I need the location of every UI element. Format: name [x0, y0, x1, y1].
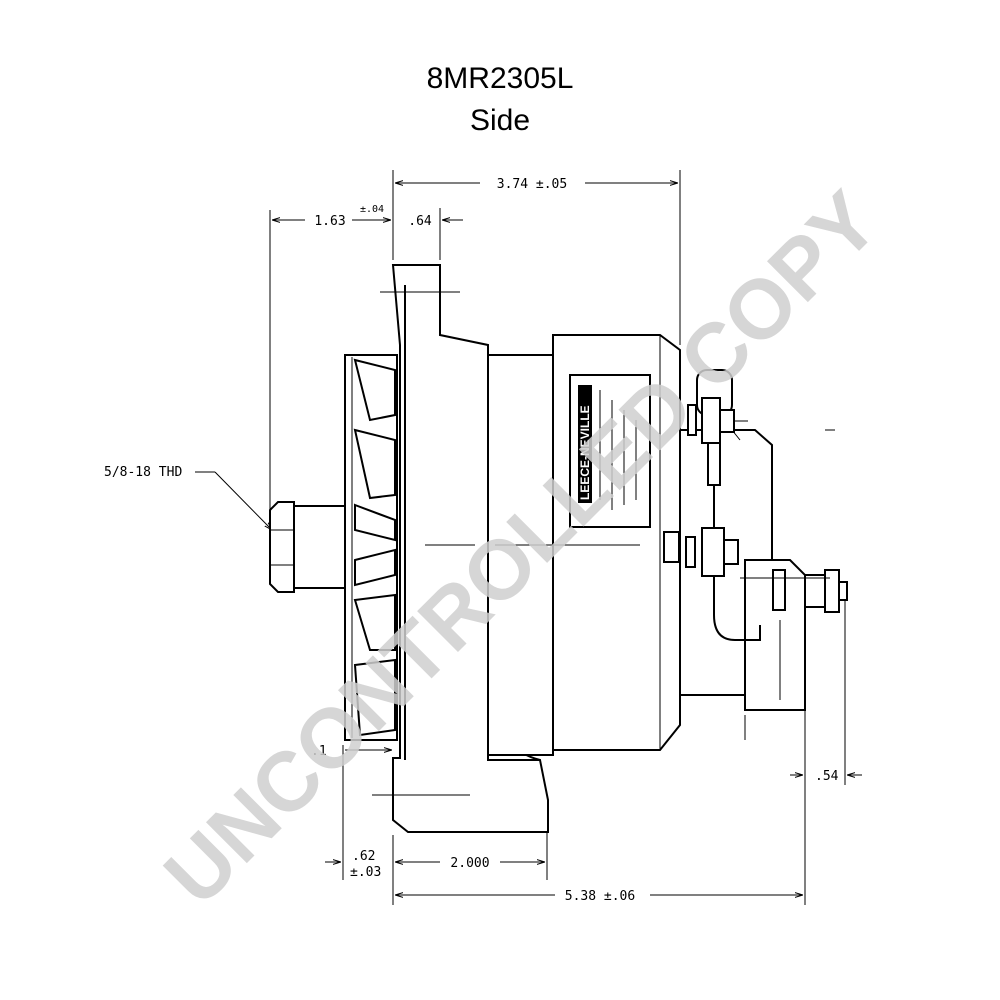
dimension-terminal-offset-label: .54 — [815, 769, 839, 784]
brand-logo-text: LEECE-NEVILLE — [578, 405, 592, 500]
front-housing — [372, 264, 549, 833]
dimension-overall-top: 3.74 ±.05 — [392, 170, 681, 345]
dimension-fan-gap-label: .1 — [311, 744, 327, 759]
dimension-bottom-offset: .62 ±.03 — [325, 745, 394, 905]
dimension-mount-width: 2.000 — [395, 830, 548, 880]
cooling-fan — [344, 354, 398, 741]
dimension-bottom-offset-tolerance: ±.03 — [350, 865, 381, 880]
terminal-stud-upper — [687, 397, 748, 444]
drawing-title: 8MR2305L — [427, 62, 574, 95]
thread-callout-label: 5/8-18 THD — [104, 465, 182, 480]
dimension-pulley-offset: 1.63 ±.04 — [269, 204, 391, 510]
stator-section — [487, 354, 554, 756]
pulley-nut — [269, 501, 347, 593]
brand-logo: LEECE-NEVILLE — [569, 374, 651, 528]
thread-callout: 5/8-18 THD — [104, 465, 272, 530]
terminal-stud-output — [740, 569, 848, 613]
terminal-stud-middle — [663, 527, 739, 577]
dimension-overall-length-label: 5.38 ±.06 — [565, 889, 635, 904]
dimension-pulley-offset-tolerance: ±.04 — [360, 204, 384, 215]
dimension-overall-length: 5.38 ±.06 — [395, 710, 806, 905]
dimension-mount-width-label: 2.000 — [450, 856, 489, 871]
dimension-bottom-offset-label: .62 — [352, 849, 375, 864]
drawing-view-label: Side — [470, 104, 530, 137]
dimension-flange-width-label: .64 — [408, 214, 432, 229]
dimension-flange-width: .64 — [408, 208, 463, 260]
regulator-bolt — [779, 429, 835, 700]
dimension-terminal-offset: .54 — [790, 600, 862, 785]
dimension-pulley-offset-label: 1.63 — [314, 214, 345, 229]
dimension-overall-top-label: 3.74 ±.05 — [497, 177, 567, 192]
regulator-housing — [679, 429, 806, 740]
